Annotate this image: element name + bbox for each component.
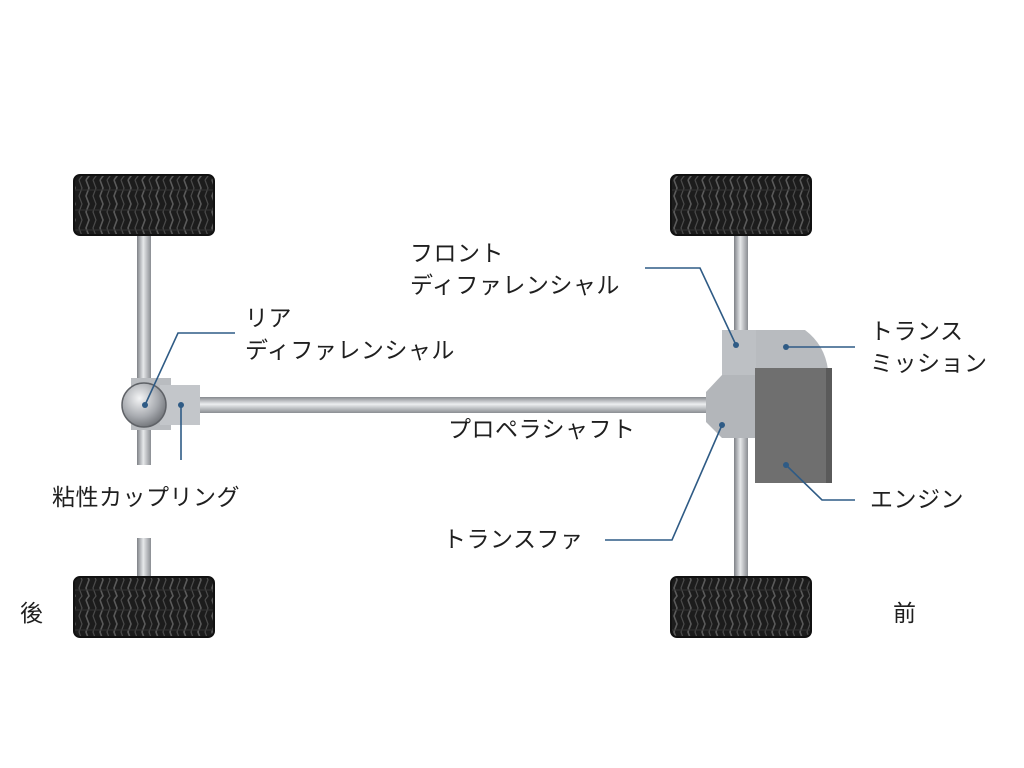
- dot-transmission: [783, 344, 789, 350]
- label-propeller-shaft: プロペラシャフト: [448, 417, 636, 443]
- label-front-diff-line1: フロント: [410, 241, 504, 267]
- label-rear-differential: リア ディファレンシャル: [245, 303, 455, 367]
- label-transmission: トランス ミッション: [870, 316, 988, 380]
- label-viscous-coupling: 粘性カップリング: [52, 485, 240, 511]
- dot-engine: [783, 462, 789, 468]
- label-front-differential: フロント ディファレンシャル: [410, 238, 620, 302]
- engine-block-edge: [826, 368, 832, 483]
- rear-axle-shaft-upper: [137, 233, 151, 465]
- label-rear-diff-line2: ディファレンシャル: [245, 338, 455, 364]
- tire-front-right: [670, 576, 812, 638]
- engine-block: [755, 368, 832, 483]
- dot-front-diff: [733, 342, 739, 348]
- dot-transfer: [719, 422, 725, 428]
- label-rear-diff-line1: リア: [245, 306, 292, 332]
- label-transmission-line2: ミッション: [870, 351, 988, 377]
- front-diff-housing: [722, 330, 758, 378]
- label-transmission-line1: トランス: [870, 319, 964, 345]
- transmission-housing: [756, 330, 828, 370]
- rear-axle-shaft-lower: [137, 538, 151, 580]
- leader-rear-diff: [144, 332, 235, 406]
- label-front: 前: [893, 601, 917, 627]
- label-front-diff-line2: ディファレンシャル: [410, 273, 620, 299]
- tire-rear-left: [73, 174, 215, 236]
- leader-front-diff: [645, 267, 737, 346]
- label-engine: エンジン: [870, 487, 964, 513]
- leader-engine: [785, 464, 855, 501]
- leader-transfer: [605, 424, 723, 541]
- dot-viscous-coupling: [178, 402, 184, 408]
- tire-rear-right: [73, 576, 215, 638]
- label-transfer: トランスファ: [443, 527, 584, 553]
- propeller-shaft-bar: [198, 397, 710, 413]
- dot-rear-diff: [142, 402, 148, 408]
- label-rear: 後: [20, 601, 44, 627]
- tire-front-left: [670, 174, 812, 236]
- transfer-housing: [706, 375, 760, 438]
